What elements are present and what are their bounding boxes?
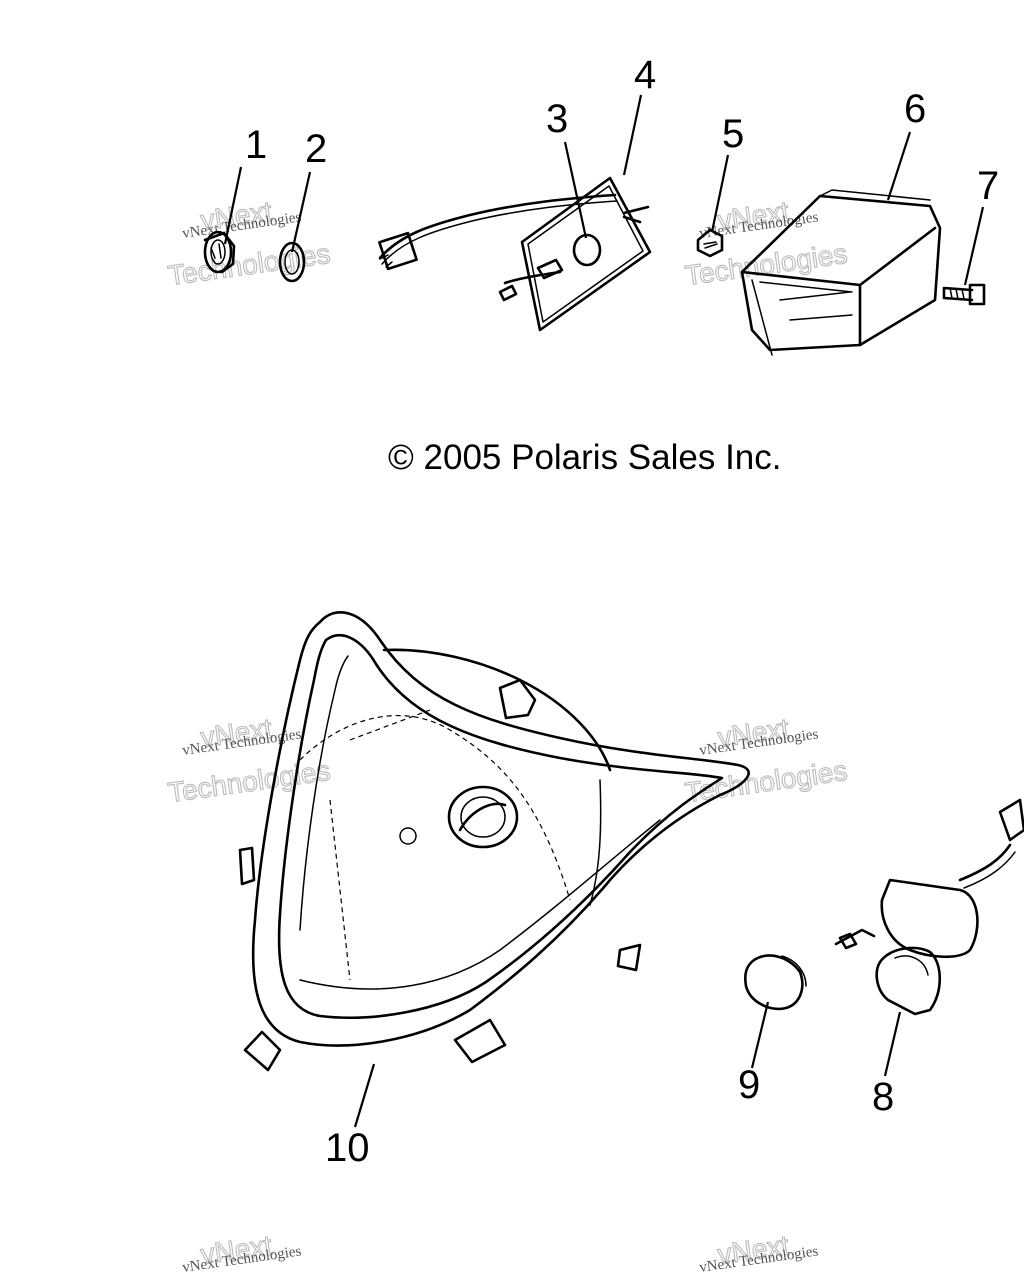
part-10-headlight-assembly [238,611,750,1072]
part-5-screw [696,228,724,258]
callout-9: 9 [738,1063,760,1107]
part-4-bracket-harness [378,176,652,332]
callout-7: 7 [977,164,999,208]
callout-2: 2 [305,127,327,171]
watermark: vNext Technologies vNext Technologies [682,712,849,809]
part-3-bulb [572,233,602,267]
copyright-text: © 2005 Polaris Sales Inc. [388,438,782,477]
leader-line-4 [622,94,643,176]
watermark: vNext vNext Technologies [181,1229,302,1276]
leader-line-5 [710,154,730,233]
callout-numbers: 1 2 3 4 5 6 7 8 9 10 [245,53,999,1170]
callout-10: 10 [325,1126,370,1170]
watermark: vNext Technologies vNext Technologies [682,195,849,292]
part-9-bulb [743,954,807,1011]
watermark-group: vNext Technologies vNext Technologies vN… [165,195,849,1276]
callout-8: 8 [872,1075,894,1119]
watermark-big-text: Technologies [166,755,332,808]
leader-line-3 [563,141,588,239]
leader-line-9 [750,1001,770,1069]
leader-line-1 [223,166,243,245]
part-8-socket [834,798,1024,1016]
part-6-lens-housing [740,189,942,356]
callout-1: 1 [245,123,267,167]
watermark-big-text: Technologies [166,238,332,291]
leader-lines [223,94,985,1128]
watermark: vNext Technologies vNext Technologies [165,195,332,292]
callout-4: 4 [634,53,656,97]
callout-3: 3 [546,97,568,141]
part-1-grommet [203,230,236,274]
leader-line-2 [290,171,312,253]
leader-line-10 [353,1063,376,1128]
callout-6: 6 [904,87,926,131]
callout-5: 5 [722,112,744,156]
leader-line-8 [883,1011,902,1077]
leader-line-6 [886,131,912,201]
watermark: vNext vNext Technologies [698,1229,819,1276]
leader-line-7 [963,206,985,286]
part-7-screw [942,283,986,306]
